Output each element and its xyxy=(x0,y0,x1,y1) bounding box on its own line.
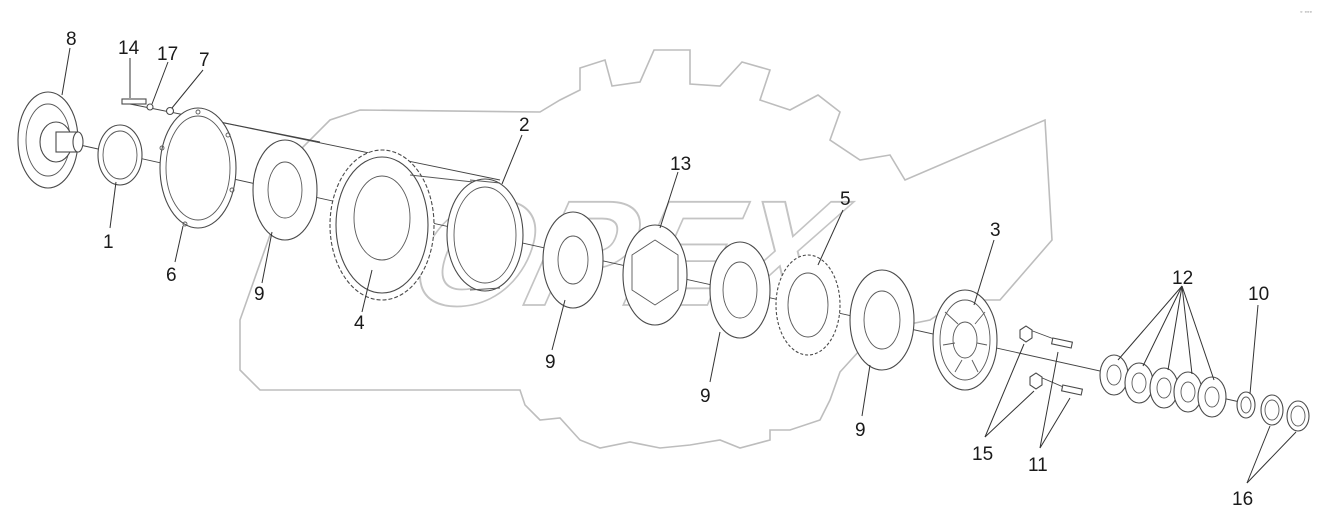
leader-lines xyxy=(61,47,1297,484)
callout-label: 17 xyxy=(157,44,178,65)
callout-label: 15 xyxy=(972,444,993,465)
callout-label: 9 xyxy=(855,420,866,441)
part-small-bolt xyxy=(121,98,175,116)
part-ring xyxy=(97,124,143,186)
callout-label: 6 xyxy=(166,265,177,286)
callout-label: 5 xyxy=(840,189,851,210)
part-pressure-plate xyxy=(932,289,998,391)
callout-label: 9 xyxy=(700,386,711,407)
corner-mark: ◦ ◦◦◦ xyxy=(1300,9,1312,16)
callout-label: 1 xyxy=(103,232,114,253)
part-cover-plate xyxy=(159,107,237,229)
callout-label: 8 xyxy=(66,29,77,50)
callout-label: 16 xyxy=(1232,489,1253,510)
part-bolts xyxy=(1050,337,1084,396)
callout-label: 14 xyxy=(118,38,140,59)
callout-label: 11 xyxy=(1028,455,1048,476)
part-sprocket xyxy=(329,149,501,301)
part-small-washer xyxy=(1236,391,1256,419)
part-nuts xyxy=(1019,325,1043,390)
watermark-gear-outline xyxy=(239,49,1053,449)
part-drum xyxy=(446,178,524,292)
part-toothed-disc xyxy=(775,254,841,356)
callout-label: 9 xyxy=(545,352,556,373)
callout-label: 13 xyxy=(670,154,691,175)
part-hub-flange xyxy=(17,91,84,189)
part-spring-washers xyxy=(1099,354,1227,418)
callout-labels: 8 14 17 7 1 6 9 4 2 13 9 9 5 9 3 15 11 1… xyxy=(66,29,1269,510)
part-hex-disc xyxy=(622,224,688,326)
callout-label: 9 xyxy=(254,284,265,305)
part-friction-disc-4 xyxy=(849,269,915,371)
callout-label: 7 xyxy=(199,50,210,71)
callout-label: 4 xyxy=(354,313,365,334)
callout-label: 10 xyxy=(1248,284,1269,305)
callout-label: 12 xyxy=(1172,268,1193,289)
callout-label: 3 xyxy=(990,220,1001,241)
part-retaining-rings xyxy=(1260,394,1310,432)
part-friction-disc-3 xyxy=(709,241,771,339)
part-friction-disc-1 xyxy=(252,139,318,241)
part-friction-disc-2 xyxy=(542,211,604,309)
callout-label: 2 xyxy=(519,115,530,136)
